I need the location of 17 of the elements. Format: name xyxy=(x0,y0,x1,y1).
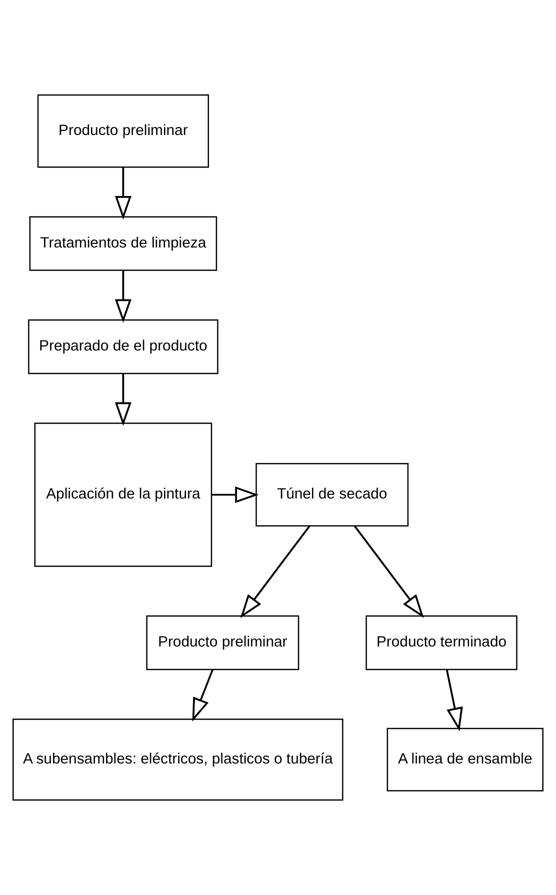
node-box: Producto terminado xyxy=(366,615,518,670)
node-box: Producto preliminar xyxy=(37,94,209,168)
node-box: A linea de ensamble xyxy=(386,728,544,792)
node-box: Aplicación de la pintura xyxy=(34,422,212,567)
arrow xyxy=(114,167,132,220)
arrow xyxy=(212,486,259,504)
arrow xyxy=(114,374,132,426)
arrow xyxy=(114,270,132,323)
node-box: Túnel de secado xyxy=(256,463,409,526)
arrow xyxy=(192,670,214,722)
node-box: A subensambles: eléctricos, plasticos o tubería xyxy=(12,718,344,801)
node-box: Preparado de el producto xyxy=(28,319,218,374)
arrow xyxy=(240,526,310,618)
node-box: Producto preliminar xyxy=(146,615,300,670)
node-box: Tratamientos de limpieza xyxy=(29,216,218,271)
arrow xyxy=(354,526,424,618)
arrow xyxy=(446,670,463,732)
